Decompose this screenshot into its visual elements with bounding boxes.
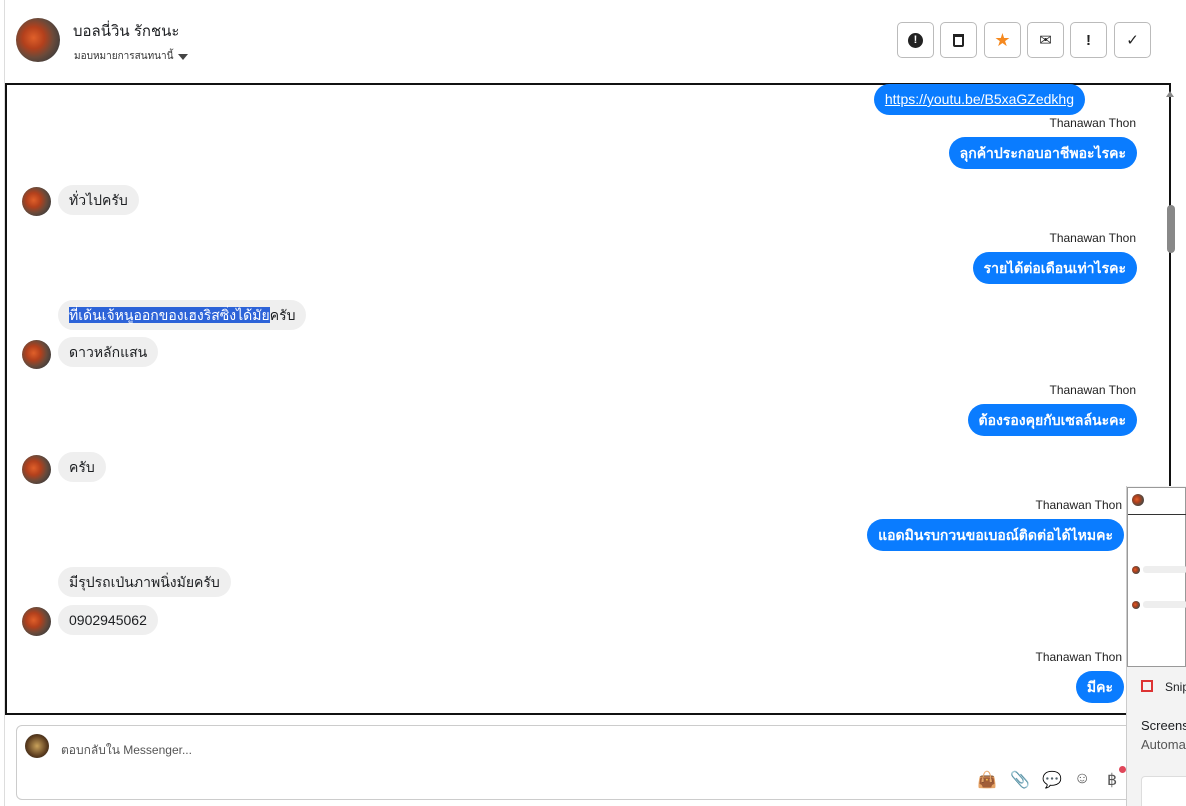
baht-icon[interactable]: ฿ (1107, 772, 1118, 789)
notification-dot (1119, 766, 1126, 773)
contact-avatar-small (22, 340, 51, 369)
contact-avatar-small (22, 455, 51, 484)
selected-text: ที่เด้นเจ้หนูออกของเฮงริสซิ่งได้มัย (69, 307, 270, 323)
sender-name: Thanawan Thon (1035, 498, 1122, 512)
preview-avatar (1132, 494, 1144, 506)
preview-bubble (1143, 566, 1186, 573)
reply-input[interactable]: ตอบกลับใน Messenger... (61, 743, 192, 757)
scroll-up-arrow-icon[interactable] (1166, 91, 1174, 97)
page-avatar (25, 734, 49, 758)
incoming-message: 0902945062 (58, 605, 158, 635)
caret-down-icon (178, 53, 189, 60)
contact-avatar-small (22, 187, 51, 216)
contact-avatar-small (22, 607, 51, 636)
exclamation-icon: ! (1086, 31, 1091, 49)
incoming-message: มีรุปรถเป่นภาพนิ่งมัยครับ (58, 567, 231, 597)
preview-avatar (1132, 601, 1140, 609)
snip-action-button[interactable] (1141, 776, 1186, 806)
sender-name: Thanawan Thon (1049, 116, 1136, 130)
outgoing-message: แอดมินรบกวนขอเบอณ์ติดต่อได้ไหมคะ (867, 519, 1124, 551)
envelope-open-icon: ✉ (1039, 32, 1052, 49)
message-text: ครับ (269, 307, 296, 323)
preview-avatar (1132, 566, 1140, 574)
report-spam-button[interactable]: ! (897, 22, 934, 58)
outgoing-message: รายได้ต่อเดือนเท่าไรคะ (972, 252, 1137, 284)
preview-bubble (1143, 601, 1186, 608)
incoming-message: ที่เด้นเจ้หนูออกของเฮงริสซิ่งได้มัยครับ (58, 300, 307, 330)
sender-name: Thanawan Thon (1035, 650, 1122, 664)
bag-icon[interactable]: 👜 (977, 772, 997, 789)
star-icon: ★ (994, 29, 1011, 50)
outgoing-message: https://youtu.be/B5xaGZedkhg (873, 84, 1085, 115)
assign-conversation-dropdown[interactable]: มอบหมายการสนทนานี้ (74, 49, 189, 64)
chat-icon[interactable]: 💬 (1042, 772, 1062, 789)
message-thread[interactable] (5, 83, 1171, 715)
youtube-link[interactable]: https://youtu.be/B5xaGZedkhg (884, 91, 1074, 107)
left-divider (4, 0, 5, 806)
assign-label: มอบหมายการสนทนานี้ (74, 51, 174, 62)
incoming-message: ดาวหลักแสน (58, 337, 159, 367)
alert-circle-icon: ! (908, 32, 923, 48)
snip-line1: Screens (1141, 718, 1186, 733)
outgoing-message: ลุกค้าประกอบอาชีพอะไรคะ (948, 137, 1137, 169)
snip-icon (1141, 680, 1153, 692)
scrollbar-thumb[interactable] (1167, 205, 1175, 253)
sender-name: Thanawan Thon (1049, 231, 1136, 245)
reply-composer[interactable] (16, 725, 1140, 800)
outgoing-message: มีคะ (1075, 671, 1124, 703)
emoji-icon[interactable]: ☺ (1074, 770, 1091, 787)
snip-title: Snip (1165, 680, 1186, 694)
contact-name: บอลนี่วิน รักชนะ (73, 23, 180, 40)
screenshot-preview-thumbnail[interactable] (1127, 487, 1186, 667)
mark-unread-button[interactable]: ✉ (1027, 22, 1064, 58)
outgoing-message: ต้องรองคุยกับเซลล์นะคะ (967, 404, 1137, 436)
check-icon: ✓ (1126, 32, 1139, 49)
delete-button[interactable] (940, 22, 977, 58)
star-button[interactable]: ★ (984, 22, 1021, 58)
incoming-message: ครับ (58, 452, 106, 482)
incoming-message: ทั่วไปครับ (58, 185, 139, 215)
important-button[interactable]: ! (1070, 22, 1107, 58)
snip-line2: Automa (1141, 737, 1186, 752)
sender-name: Thanawan Thon (1049, 383, 1136, 397)
preview-divider (1128, 514, 1186, 515)
trash-icon (953, 33, 964, 47)
done-button[interactable]: ✓ (1114, 22, 1151, 58)
paperclip-icon[interactable]: 📎 (1010, 772, 1030, 789)
contact-avatar (16, 18, 60, 62)
